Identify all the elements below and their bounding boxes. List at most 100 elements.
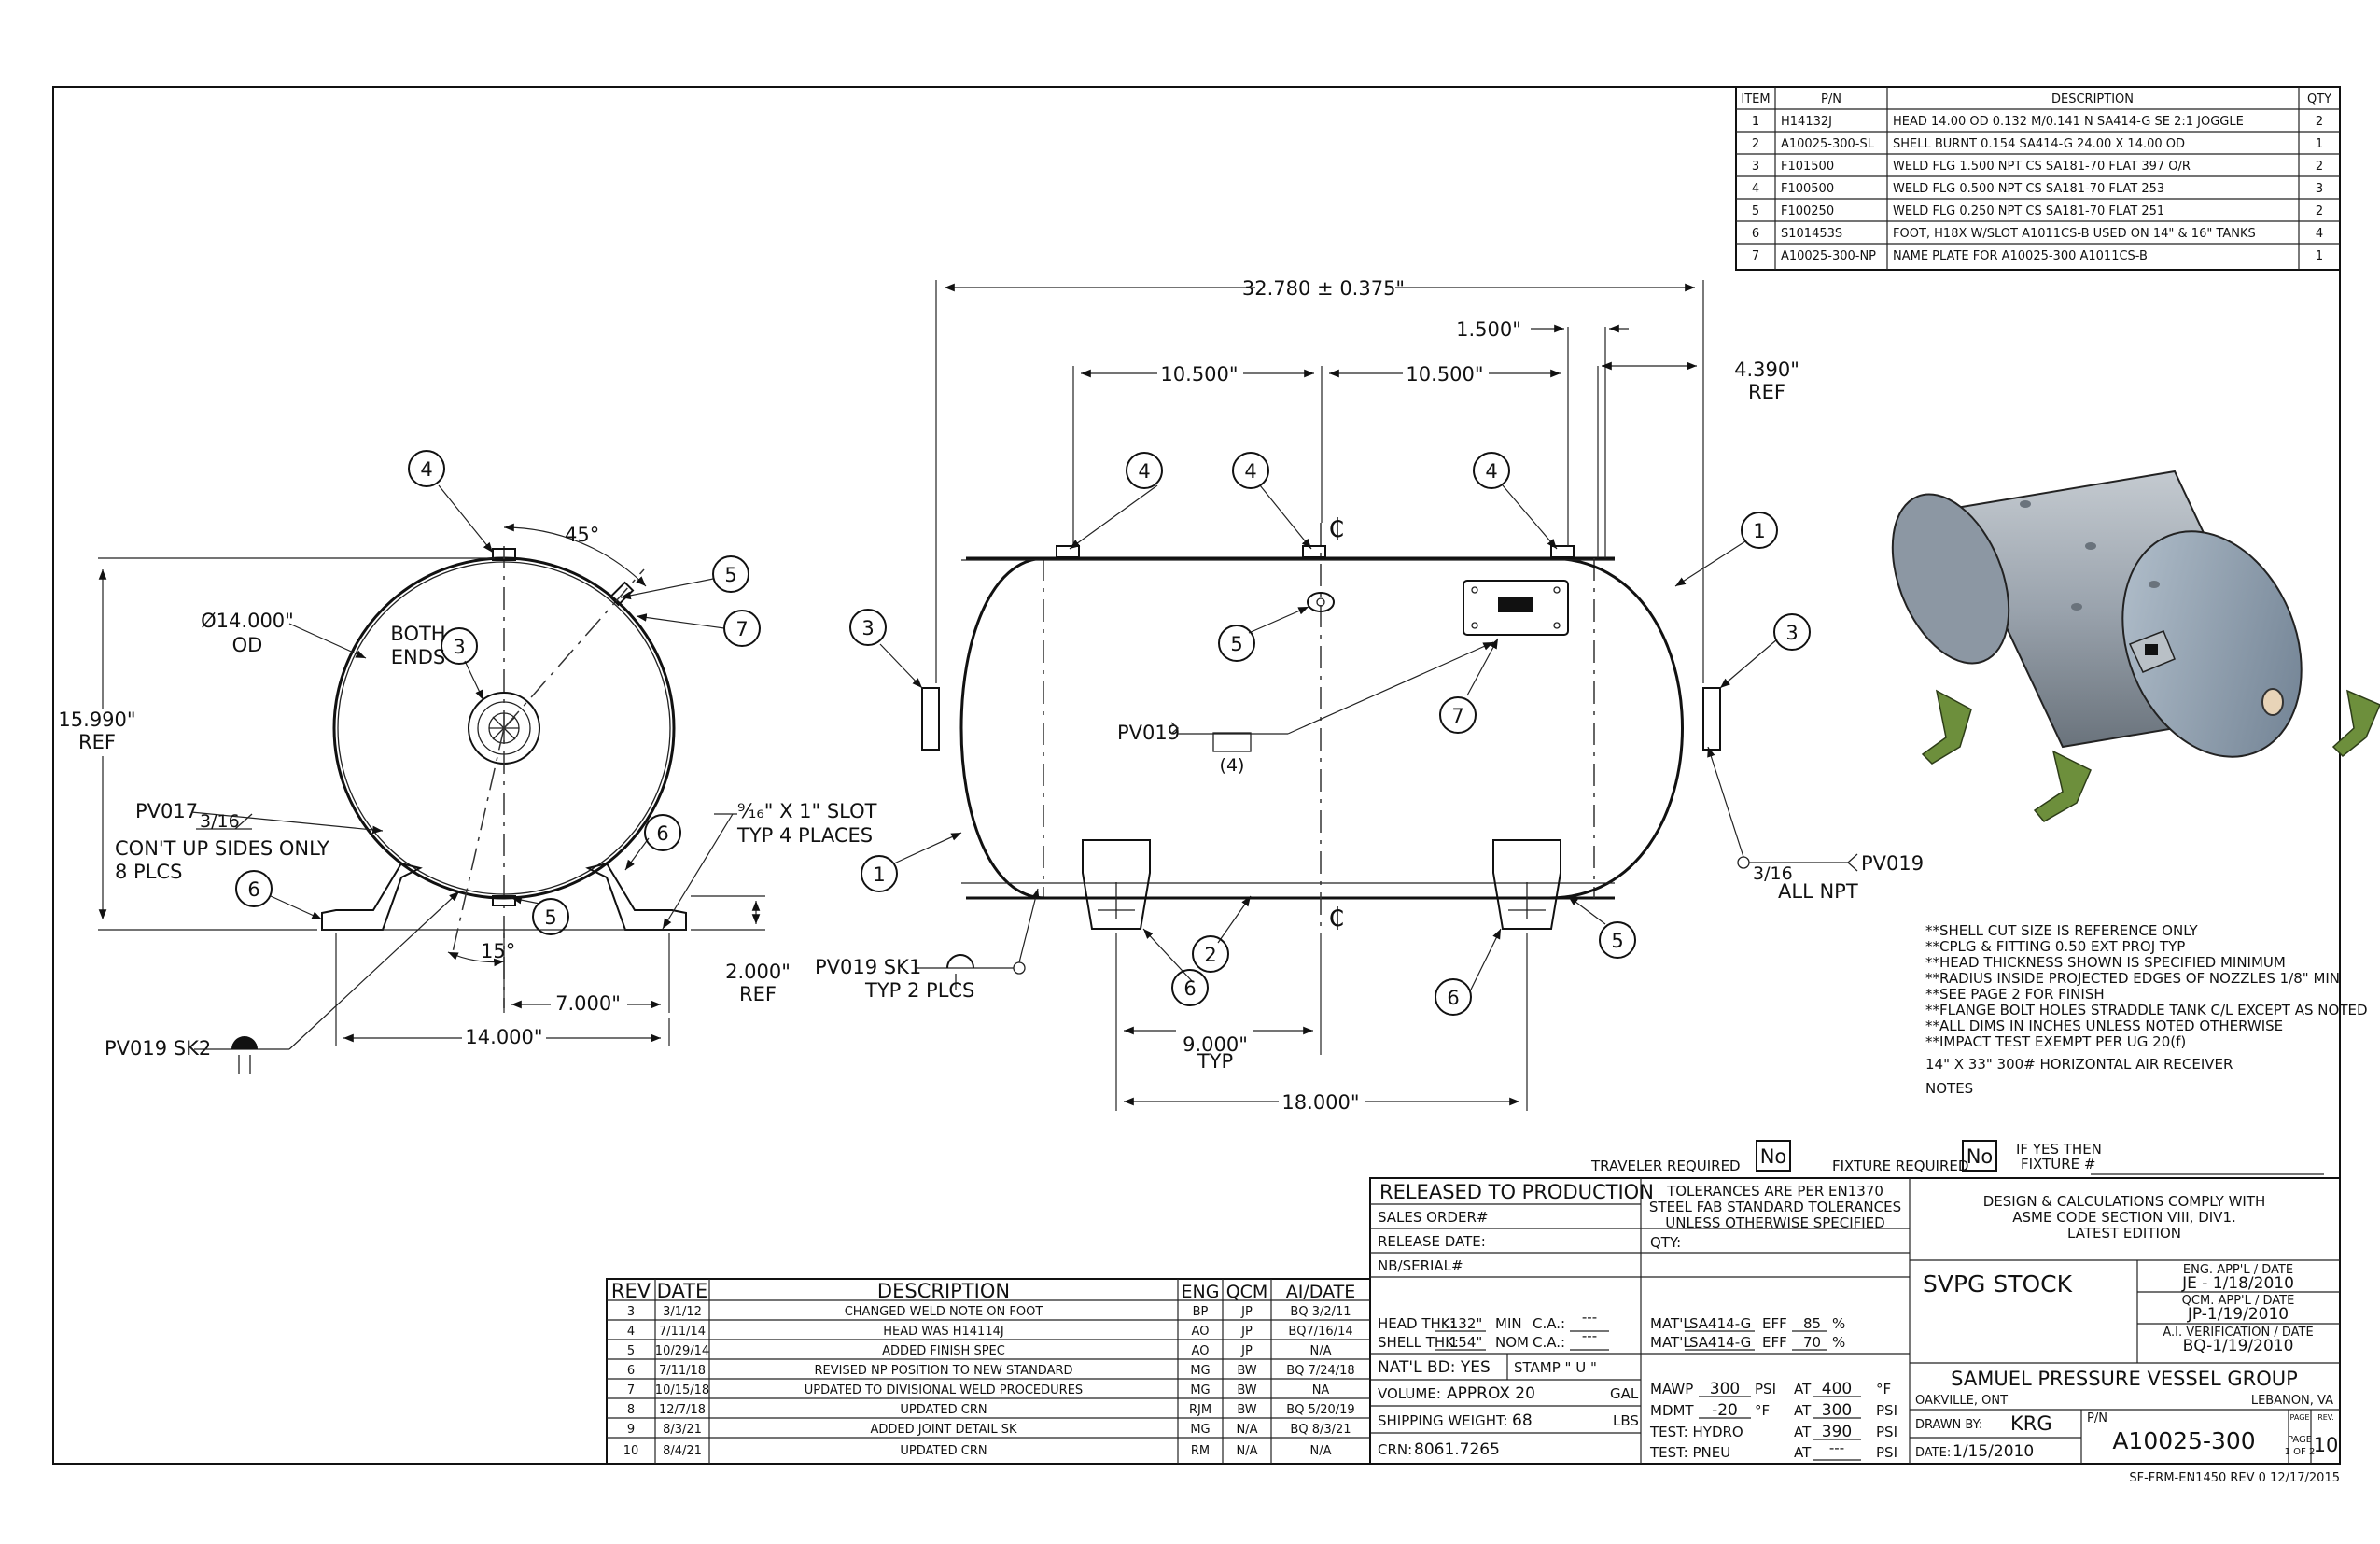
pn-label: P/N [2087,1411,2107,1425]
mdmt-psi: 300 [1822,1401,1852,1420]
rev-cell: 3 [627,1305,635,1319]
svg-text:3: 3 [453,636,465,658]
sheet-border [52,86,2341,1465]
note-line: **SHELL CUT SIZE IS REFERENCE ONLY [1925,922,2199,939]
head-thk-value: .132" [1445,1315,1482,1332]
bom-table: ITEM P/N DESCRIPTION QTY 1 H14132J HEAD … [1735,86,2341,271]
rev-cell: BW [1237,1364,1256,1378]
min-label: MIN [1495,1315,1522,1332]
svg-text:6: 6 [247,878,259,901]
rev-cell: 3/1/12 [663,1305,702,1319]
rev-value: 10 [2314,1434,2339,1456]
pct-label: % [1832,1315,1845,1332]
dim-foot-height: 2.000" [725,961,791,983]
left-foot [321,862,423,931]
hydro-psi: 390 [1822,1423,1852,1441]
bom-cell: NAME PLATE FOR A10025-300 A1011CS-B [1893,249,2148,263]
design-line-1: DESIGN & CALCULATIONS COMPLY WITH [1983,1193,2266,1210]
pneu-psi: --- [1829,1439,1844,1456]
both-ends-label-2: ENDS [391,646,445,668]
ca-label-shell: C.A.: [1533,1334,1565,1351]
bom-cell: 1 [2316,249,2323,263]
revision-table: REV DATE DESCRIPTION ENG QCM AI/DATE 3 3… [606,1278,1371,1465]
rev-cell: 8 [627,1403,635,1417]
note-line: **RADIUS INSIDE PROJECTED EDGES OF NOZZL… [1925,970,2340,987]
matl-value-head: SA414-G [1689,1315,1751,1332]
balloon-6-endview-left [235,870,273,907]
rev-cell: MG [1190,1423,1210,1437]
note-line: **SEE PAGE 2 FOR FINISH [1925,986,2105,1003]
bom-cell: 1 [2316,137,2323,151]
pv019-sk2-label: PV019 SK2 [105,1037,211,1060]
bom-h-pn: P/N [1821,92,1841,106]
rev-h-eng: ENG [1182,1282,1220,1302]
bom-cell: 2 [2316,160,2323,174]
ai-verification-label: A.I. VERIFICATION / DATE [2163,1326,2313,1340]
bom-cell: 2 [2316,115,2323,129]
angle-15: 15° [481,940,515,962]
rev-label: REV. [2317,1413,2334,1422]
dim-18000: 18.000" [1281,1091,1359,1114]
bom-cell: WELD FLG 0.500 NPT CS SA181-70 FLAT 253 [1893,182,2164,196]
balloon-3-side-right [1773,613,1811,651]
centerline-bottom: ₵ [1328,902,1345,933]
svg-text:5: 5 [1611,930,1623,952]
bom-cell: S101453S [1781,227,1842,241]
rev-cell: BQ7/16/14 [1288,1325,1352,1339]
balloon-5-endview-bottom [532,898,569,935]
balloon-2-side [1192,935,1229,973]
rev-h-desc: DESCRIPTION [877,1280,1010,1302]
eff-label-shell: EFF [1762,1334,1787,1351]
rev-cell: BW [1237,1403,1256,1417]
bom-cell: F100500 [1781,182,1834,196]
svg-text:5: 5 [544,906,556,929]
fixture-number-label: FIXTURE # [2021,1156,2095,1172]
rev-cell: AO [1192,1344,1210,1358]
note-line: **HEAD THICKNESS SHOWN IS SPECIFIED MINI… [1925,954,2286,971]
volume-value: APPROX 20 [1447,1384,1535,1403]
if-yes-label: IF YES THEN [2016,1141,2102,1158]
stamp-label: STAMP " U " [1514,1359,1597,1376]
svg-text:7: 7 [1451,705,1463,727]
balloon-4-side-c [1473,452,1510,489]
name-plate [1463,580,1569,636]
drawn-by-label: DRAWN BY: [1915,1418,1982,1432]
pct-label-shell: % [1832,1334,1845,1351]
dim-4390-ref: REF [1748,381,1785,403]
balloon-5-side-bottom [1599,921,1636,959]
head-thk-label: HEAD THK: [1378,1315,1455,1332]
natl-bd-label: NAT'L BD: YES [1378,1358,1491,1377]
rev-cell: N/A [1237,1423,1258,1437]
tolerance-line-1: TOLERANCES ARE PER EN1370 [1666,1183,1883,1200]
rev-cell: 8/4/21 [663,1444,702,1458]
psi-label-pneu: PSI [1876,1444,1897,1461]
bom-cell: WELD FLG 0.250 NPT CS SA181-70 FLAT 251 [1893,204,2164,218]
weld-size: 3/16 [200,811,240,832]
rev-cell: 7/11/14 [659,1325,706,1339]
bom-h-item: ITEM [1741,92,1770,106]
bom-cell: 5 [1752,204,1759,218]
rev-cell: N/A [1310,1444,1332,1458]
rev-cell: RM [1191,1444,1210,1458]
tolerance-line-3: UNLESS OTHERWISE SPECIFIED [1665,1214,1884,1231]
weld-size-right: 3/16 [1753,863,1793,884]
bom-cell: 4 [1752,182,1759,196]
bom-cell: SHELL BURNT 0.154 SA414-G 24.00 X 14.00 … [1893,137,2185,151]
pv019-label-a: PV019 [1117,722,1180,744]
rev-cell: 10/29/14 [655,1344,709,1358]
nb-serial-label: NB/SERIAL# [1378,1257,1463,1274]
bom-cell: 7 [1752,249,1759,263]
isometric-render [1891,470,2380,822]
traveler-fixture: TRAVELER REQUIRED No FIXTURE REQUIRED No… [1590,1140,2324,1175]
balloons: 4 5 7 3 6 6 5 4 4 4 1 3 [235,450,1811,1016]
shell-thk-label: SHELL THK: [1378,1334,1459,1351]
side-foot-left [1082,839,1151,930]
rev-cell: 5 [627,1344,635,1358]
rev-cell: BQ 8/3/21 [1290,1423,1351,1437]
tolerance-line-2: STEEL FAB STANDARD TOLERANCES [1649,1199,1901,1215]
rev-h-date: DATE [657,1280,708,1302]
rev-cell: N/A [1237,1444,1258,1458]
ca-value-head: --- [1582,1309,1597,1326]
